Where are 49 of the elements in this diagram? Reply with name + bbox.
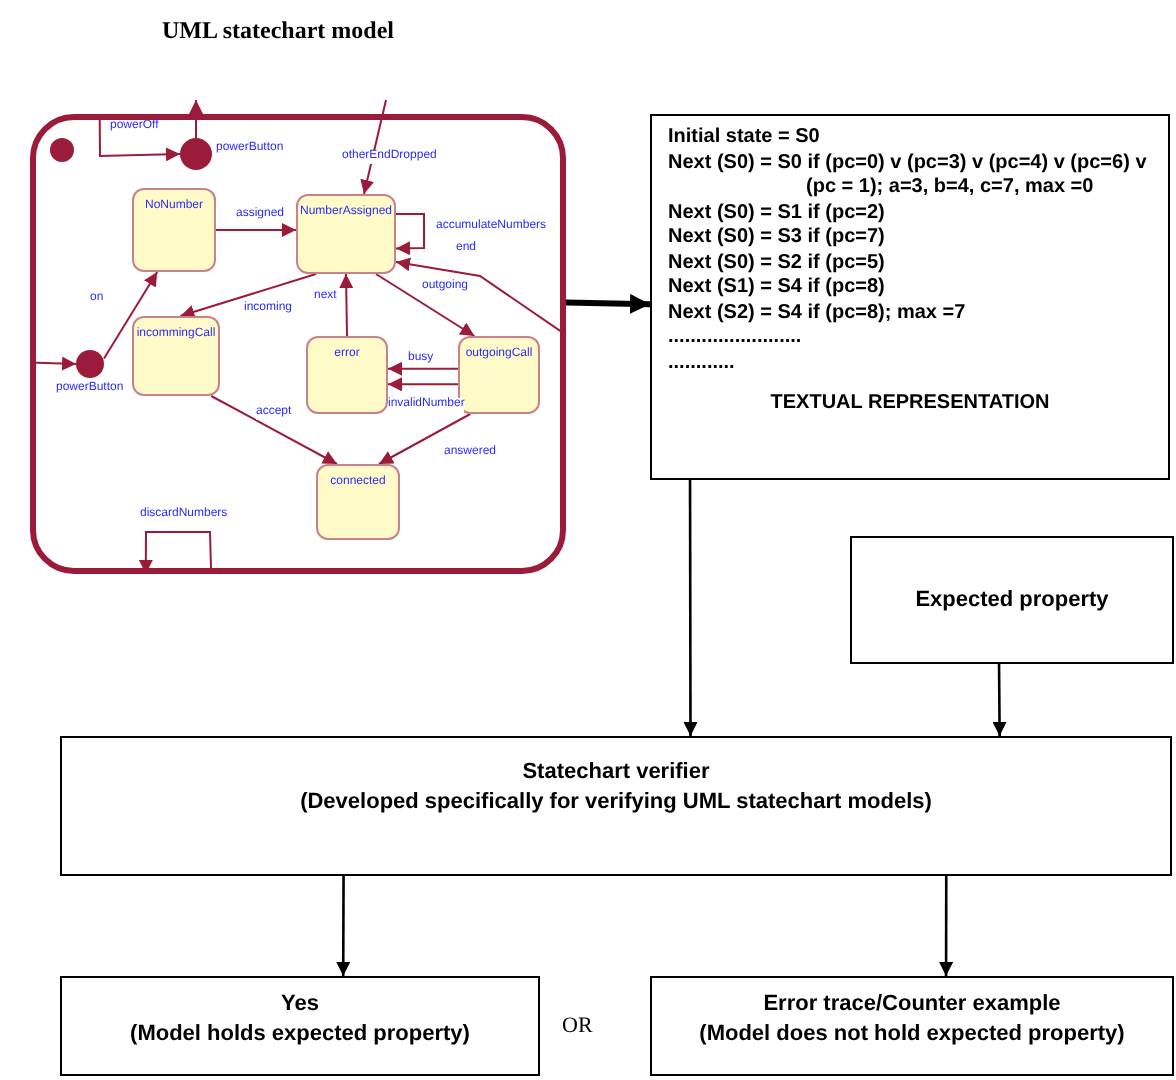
process-box — [850, 536, 1174, 664]
process-box — [650, 976, 1174, 1076]
text-panel — [650, 114, 1170, 480]
pseudo-state-circle — [76, 350, 104, 378]
transition-arrow — [339, 273, 354, 337]
thick-arrow — [565, 293, 651, 314]
transition-arrow — [939, 876, 954, 976]
state-box — [306, 336, 388, 414]
box-subtitle: (Model holds expected property) — [130, 1020, 470, 1050]
process-box — [60, 976, 540, 1076]
transition-arrow — [992, 664, 1007, 736]
pseudo-state-circle — [50, 138, 74, 162]
box-title: Yes — [281, 990, 319, 1020]
state-box — [132, 188, 216, 272]
formula-line: Next (S0) = S1 if (pc=2) — [668, 201, 887, 226]
state-box — [132, 316, 220, 396]
transition-arrow — [179, 273, 317, 319]
transition-arrow — [103, 271, 159, 360]
box-subtitle: (Model does not hold expected property) — [699, 1020, 1125, 1050]
diagram-heading: UML statechart model — [162, 16, 394, 46]
or-label: OR — [562, 1014, 593, 1038]
formula-line: Next (S0) = S0 if (pc=0) v (pc=3) v (pc=4) v (pc=6) v (pc = 1); a=3, b=4, c=7, max =0 — [668, 151, 1149, 201]
box-subtitle: (Developed specifically for verifying UML statechart models) — [300, 788, 932, 818]
transition-arrow — [378, 413, 472, 465]
formula-line: Initial state = S0 — [668, 126, 822, 151]
transition-arrow — [375, 273, 476, 337]
formula-line: Next (S0) = S3 if (pc=7) — [668, 226, 887, 251]
transition-arrow — [395, 213, 425, 256]
transition-arrow — [387, 361, 459, 376]
box-title: Error trace/Counter example — [763, 990, 1061, 1020]
transition-arrow — [683, 480, 698, 736]
transition-arrow — [210, 395, 338, 465]
transition-arrow — [387, 377, 459, 392]
pseudo-state-circle — [180, 138, 212, 170]
formula-line: Next (S1) = S4 if (pc=8) — [668, 276, 887, 301]
transition-arrow — [215, 223, 297, 237]
transition-arrow — [336, 876, 351, 976]
state-box — [316, 464, 400, 540]
state-box — [296, 194, 396, 274]
formula-line: Next (S0) = S2 if (pc=5) — [668, 251, 887, 276]
process-box — [60, 736, 1172, 876]
formula-line: Next (S2) = S4 if (pc=8); max =7 — [668, 301, 968, 326]
transition-arrow — [360, 99, 387, 195]
box-title: Statechart verifier — [522, 758, 710, 788]
transition-arrow — [189, 99, 203, 139]
box-title: Expected property — [915, 585, 1109, 615]
formula-line: ............ — [668, 351, 737, 376]
formula-line: ........................ — [668, 326, 804, 351]
panel-heading: TEXTUAL REPRESENTATION — [768, 392, 1052, 417]
